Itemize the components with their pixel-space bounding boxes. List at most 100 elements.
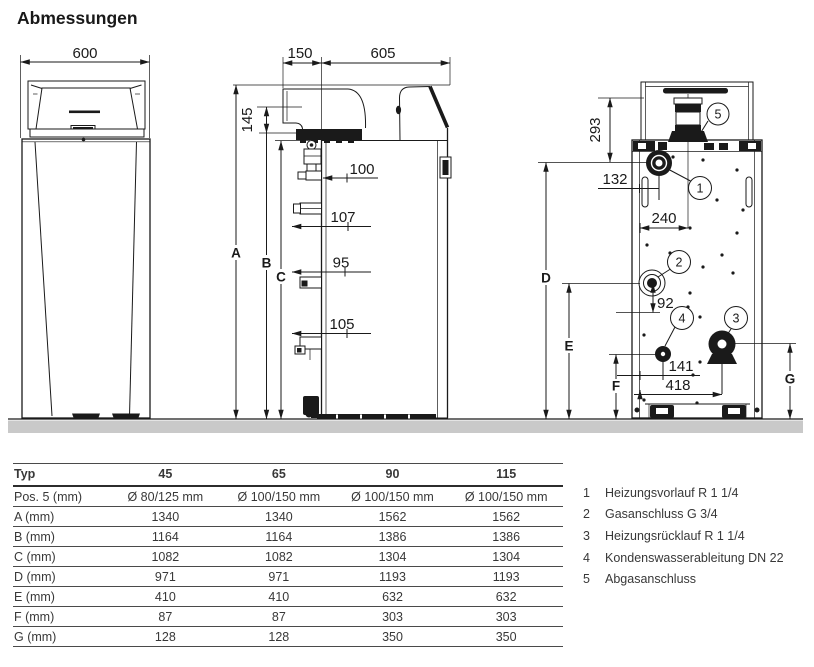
table-row-c: C (mm) 1082 1082 1304 1304	[13, 546, 563, 567]
legend-text: Kondenswasserableitung DN 22	[605, 550, 784, 565]
dim-150-label: 150	[287, 45, 312, 62]
dim-605-label: 605	[370, 45, 395, 62]
callout-4: 4	[664, 306, 694, 347]
cell: 1340	[108, 506, 223, 527]
row-label: E (mm)	[13, 586, 109, 607]
table-row-g: G (mm) 128 128 350 350	[13, 626, 563, 647]
col-header-115: 115	[449, 463, 563, 487]
row-label: F (mm)	[13, 606, 109, 627]
cell: 1082	[222, 546, 336, 567]
legend-num: 2	[583, 507, 590, 522]
callout-1: 1	[665, 167, 712, 200]
side-view: 150 605 A 145	[228, 45, 452, 420]
connection-legend: 1 Heizungsvorlauf R 1 1/4 2 Gasanschluss…	[583, 482, 784, 590]
row-label: G (mm)	[13, 626, 109, 647]
table-row-pos5: Pos. 5 (mm) Ø 80/125 mm Ø 100/150 mm Ø 1…	[13, 486, 563, 507]
dim-g-label: G	[785, 372, 796, 387]
ground	[8, 418, 803, 433]
callout-5: 5	[697, 102, 730, 138]
cell: 303	[449, 606, 563, 627]
svg-text:1: 1	[697, 182, 704, 196]
dim-95-label: 95	[333, 255, 350, 272]
svg-text:5: 5	[715, 108, 722, 122]
cell: 410	[222, 586, 336, 607]
dim-600-label: 600	[72, 45, 97, 62]
cell: 1340	[222, 506, 336, 527]
dimension-drawing: 600 150 605	[8, 45, 803, 433]
cell: 1193	[335, 566, 450, 587]
legend-num: 5	[583, 572, 590, 587]
legend-text: Gasanschluss G 3/4	[605, 507, 718, 522]
table-row-f: F (mm) 87 87 303 303	[13, 606, 563, 627]
dim-d-label: D	[541, 271, 551, 286]
cell: Ø 100/150 mm	[449, 486, 563, 507]
cell: 87	[108, 606, 223, 627]
dim-418-label: 418	[665, 377, 690, 394]
legend-item-3: 3 Heizungsrücklauf R 1 1/4	[583, 525, 784, 547]
cell: 1193	[449, 566, 563, 587]
row-label: A (mm)	[13, 506, 109, 527]
dim-c-label: C	[276, 270, 286, 285]
dim-b-label: B	[262, 256, 272, 271]
dim-105-label: 105	[329, 316, 354, 333]
table-row-b: B (mm) 1164 1164 1386 1386	[13, 526, 563, 547]
cell: 350	[335, 626, 450, 647]
callout-3: 3	[724, 306, 748, 339]
legend-item-4: 4 Kondenswasserableitung DN 22	[583, 547, 784, 569]
cell: 1304	[449, 546, 563, 567]
cell: 971	[222, 566, 336, 587]
dim-92-label: 92	[657, 295, 674, 312]
cell: 1164	[108, 526, 223, 547]
cell: Ø 100/150 mm	[222, 486, 336, 507]
dim-f-label: F	[612, 379, 620, 394]
cell: 87	[222, 606, 336, 627]
legend-num: 4	[583, 550, 590, 565]
legend-item-2: 2 Gasanschluss G 3/4	[583, 504, 784, 526]
row-label: B (mm)	[13, 526, 109, 547]
cell: 1562	[449, 506, 563, 527]
cell: 350	[449, 626, 563, 647]
table-header-row: Typ 45 65 90 115	[13, 463, 563, 487]
cell: 128	[108, 626, 223, 647]
cell: 1304	[335, 546, 450, 567]
table-row-a: A (mm) 1340 1340 1562 1562	[13, 506, 563, 527]
dim-e-label: E	[564, 339, 573, 354]
dim-293-label: 293	[587, 117, 604, 142]
cell: 410	[108, 586, 223, 607]
cell: 1386	[449, 526, 563, 547]
row-label: Pos. 5 (mm)	[13, 486, 109, 507]
cell: 632	[449, 586, 563, 607]
dimensions-table: Typ 45 65 90 115 Pos. 5 (mm) Ø 80/125 mm…	[13, 463, 563, 647]
cell: 632	[335, 586, 450, 607]
rear-view: 5 1 2 3 4 293 132	[538, 81, 798, 420]
dim-132-label: 132	[602, 171, 627, 188]
dim-a-label: A	[231, 246, 241, 261]
cell: 1386	[335, 526, 450, 547]
legend-text: Heizungsvorlauf R 1 1/4	[605, 485, 739, 500]
page-title: Abmessungen	[17, 8, 138, 28]
cell: Ø 80/125 mm	[108, 486, 223, 507]
col-header-typ: Typ	[13, 463, 109, 487]
cell: Ø 100/150 mm	[335, 486, 450, 507]
cell: 1082	[108, 546, 223, 567]
col-header-65: 65	[222, 463, 336, 487]
svg-text:4: 4	[679, 312, 686, 326]
col-header-90: 90	[335, 463, 450, 487]
dim-107-label: 107	[330, 209, 355, 226]
dim-141-label: 141	[668, 358, 693, 375]
dim-100-label: 100	[349, 161, 374, 178]
cell: 971	[108, 566, 223, 587]
row-label: C (mm)	[13, 546, 109, 567]
dim-145-label: 145	[239, 107, 256, 132]
table-row-e: E (mm) 410 410 632 632	[13, 586, 563, 607]
table-row-d: D (mm) 971 971 1193 1193	[13, 566, 563, 587]
cell: 128	[222, 626, 336, 647]
legend-num: 3	[583, 528, 590, 543]
svg-text:3: 3	[733, 312, 740, 326]
cell: 1562	[335, 506, 450, 527]
cell: 303	[335, 606, 450, 627]
legend-item-1: 1 Heizungsvorlauf R 1 1/4	[583, 482, 784, 504]
legend-text: Abgasanschluss	[605, 572, 697, 587]
row-label: D (mm)	[13, 566, 109, 587]
legend-text: Heizungsrücklauf R 1 1/4	[605, 528, 745, 543]
